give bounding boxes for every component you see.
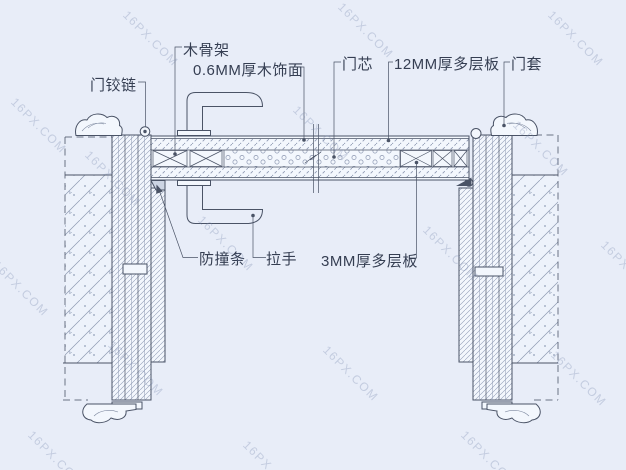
blocking-right <box>474 266 504 277</box>
label-door-core: 门芯 <box>342 56 374 73</box>
right-wall <box>512 134 559 401</box>
handle-top <box>177 92 264 136</box>
blocking-left <box>122 263 148 275</box>
label-plywood-12mm: 12MM厚多层板 <box>394 56 500 73</box>
break-line <box>304 124 322 193</box>
label-door-casing: 门套 <box>511 56 543 73</box>
label-handle: 拉手 <box>266 251 298 268</box>
wood-frame-boxes-left <box>152 150 223 167</box>
left-door-jamb <box>111 134 166 401</box>
right-door-jamb <box>456 134 513 401</box>
label-veneer: 0.6MM厚木饰面 <box>193 62 304 79</box>
label-door-hinge: 门铰链 <box>90 77 137 94</box>
label-bumper-strip: 防撞条 <box>199 251 246 268</box>
plywood-band-top <box>151 138 469 150</box>
door-leaf <box>150 124 470 193</box>
casing-molding-bottom-right <box>481 401 541 424</box>
left-wall <box>63 136 112 401</box>
casing-molding-top-left <box>75 113 123 136</box>
casing-molding-bottom-left <box>82 401 143 424</box>
label-plywood-3mm: 3MM厚多层板 <box>321 253 418 270</box>
wood-frame-boxes-right <box>400 150 468 167</box>
plywood-band-bottom <box>151 167 469 178</box>
casing-molding-top-right <box>490 113 538 136</box>
annotation-leaders <box>138 46 510 259</box>
label-wood-frame: 木骨架 <box>183 42 230 59</box>
hinge-pin-right <box>470 128 482 139</box>
handle-bottom <box>177 180 264 224</box>
